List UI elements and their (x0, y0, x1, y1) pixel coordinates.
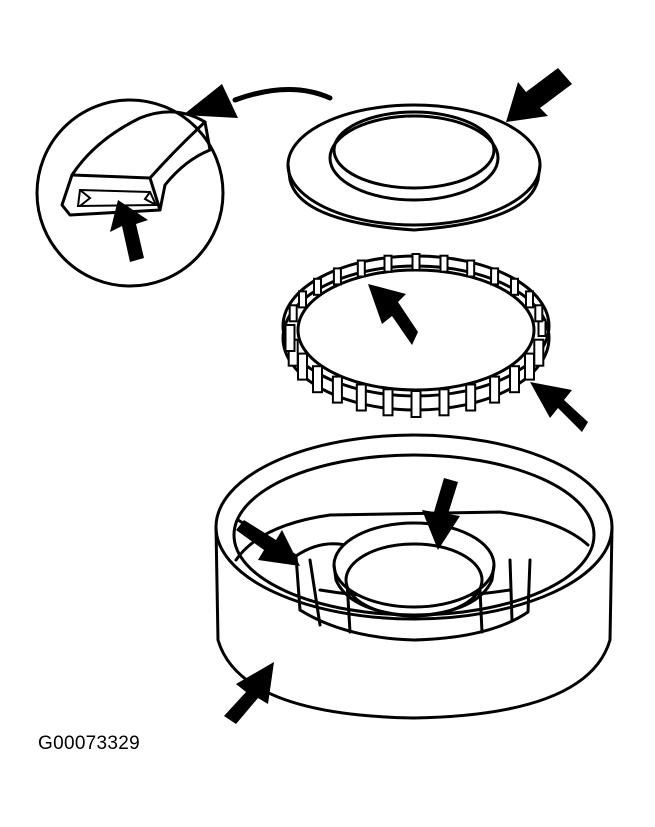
pointer-arrow-sprag-outer (530, 382, 588, 432)
sprag-block (534, 304, 544, 323)
piston-seal-ring (286, 103, 542, 232)
sprag-block (383, 254, 393, 273)
sprag-block (284, 324, 296, 352)
figure-id-label: G00073329 (38, 733, 141, 754)
sprag-block (537, 319, 547, 337)
pointer-arrow-hub-top (422, 478, 460, 550)
sprag-block (313, 277, 322, 296)
sprag-block (356, 259, 366, 278)
sprag-block (466, 259, 476, 278)
clutch-drum-housing (214, 433, 614, 720)
sprag-block (288, 304, 298, 323)
sprag-block (524, 352, 535, 381)
pointer-arrow-sprag-inner (368, 284, 418, 345)
pointer-arrow-hub-left (236, 520, 300, 566)
sprag-block (438, 388, 450, 417)
sprag-block (489, 375, 501, 404)
sprag-block (332, 267, 342, 286)
sprag-block (490, 267, 500, 286)
sprag-block (331, 375, 343, 404)
sprag-block (525, 290, 534, 309)
pointer-arrow-inset (110, 200, 148, 262)
sprag-roller-assembly (281, 253, 551, 418)
sprag-block (410, 390, 422, 418)
sprag-block (465, 383, 477, 412)
sprag-block (439, 254, 449, 273)
pointer-arrow-seal (506, 68, 572, 122)
sprag-block (411, 253, 421, 271)
sprag-block (355, 383, 367, 412)
sprag-block (509, 365, 520, 394)
sprag-block (297, 352, 308, 381)
sprag-block (382, 388, 394, 417)
sprag-block (298, 290, 307, 309)
sprag-block (533, 338, 545, 367)
seal-cross-section-inset (35, 98, 225, 288)
pointer-arrow-drum (224, 662, 274, 724)
sprag-block (510, 277, 519, 296)
sprag-block (312, 365, 323, 394)
curved-pointer-arrow (183, 84, 333, 118)
